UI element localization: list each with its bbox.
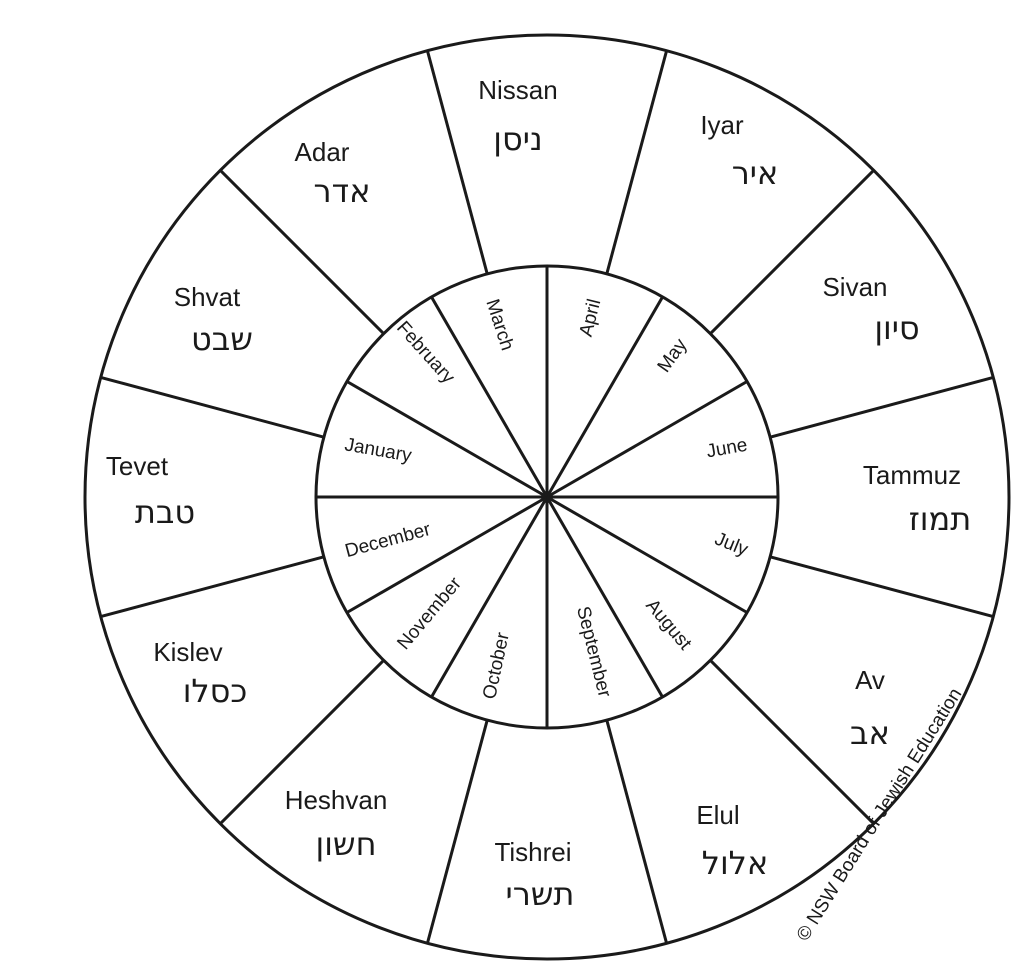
outer-spoke	[425, 50, 489, 275]
hebrew-month-english: Elul	[696, 800, 739, 830]
gregorian-month: March	[481, 296, 517, 353]
hebrew-month-english: Kislev	[153, 637, 222, 667]
hebrew-month-english: Av	[855, 665, 885, 695]
hebrew-month-english: Iyar	[700, 110, 744, 140]
inner-spoke	[430, 296, 549, 498]
inner-spoke	[346, 380, 548, 499]
hebrew-month-english: Adar	[295, 137, 350, 167]
hebrew-month-hebrew: חשון	[315, 825, 376, 863]
gregorian-month: August	[641, 595, 696, 654]
outer-spoke	[769, 555, 994, 619]
hebrew-month-hebrew: כסלו	[183, 672, 248, 710]
hebrew-month-hebrew: אב	[850, 714, 890, 752]
outer-spoke	[605, 719, 669, 944]
hebrew-month-hebrew: שבט	[191, 320, 253, 358]
inner-spoke	[545, 496, 664, 698]
gregorian-month: June	[705, 435, 749, 463]
hebrew-month-hebrew: ניסן	[493, 120, 542, 158]
outer-spoke	[605, 50, 669, 275]
gregorian-month: July	[712, 528, 752, 560]
outer-circle	[83, 33, 1011, 961]
gregorian-month: December	[343, 519, 434, 562]
hebrew-month-english: Tammuz	[863, 460, 961, 490]
inner-spoke	[346, 495, 548, 614]
inner-spoke	[545, 296, 664, 498]
outer-spoke	[425, 719, 489, 944]
gregorian-month: November	[393, 573, 466, 654]
gregorian-month: September	[572, 604, 615, 700]
hebrew-month-hebrew: איר	[732, 154, 779, 192]
hebrew-month-english: Heshvan	[285, 785, 388, 815]
inner-spoke	[546, 380, 748, 499]
hebrew-month-labels: Nissan ניסן Iyar איר Sivan סיון Tammuz ת…	[106, 75, 971, 913]
gregorian-month: October	[479, 630, 514, 701]
outer-spoke	[769, 375, 994, 439]
hebrew-month-english: Tishrei	[494, 837, 571, 867]
inner-spoke	[430, 496, 549, 698]
hebrew-month-hebrew: טבת	[135, 493, 195, 531]
gregorian-month: January	[343, 434, 414, 467]
outer-spoke	[219, 659, 385, 825]
outer-spoke	[100, 555, 325, 619]
outer-spoke	[709, 169, 875, 335]
inner-spoke	[546, 495, 748, 614]
hebrew-month-hebrew: אדר	[314, 172, 371, 210]
hebrew-month-hebrew: תשרי	[506, 875, 575, 913]
hebrew-month-english: Sivan	[822, 272, 887, 302]
hebrew-month-english: Tevet	[106, 451, 169, 481]
hebrew-month-english: Shvat	[174, 282, 241, 312]
gregorian-month: May	[654, 335, 692, 377]
hebrew-month-hebrew: אלול	[702, 844, 768, 882]
outer-spoke	[709, 659, 875, 825]
hebrew-month-english: Nissan	[478, 75, 557, 105]
gregorian-month: April	[576, 297, 606, 339]
hebrew-month-hebrew: תמוז	[909, 500, 972, 538]
hebrew-month-hebrew: סיון	[874, 309, 919, 347]
outer-spoke	[219, 169, 385, 335]
outer-spoke	[100, 375, 325, 439]
